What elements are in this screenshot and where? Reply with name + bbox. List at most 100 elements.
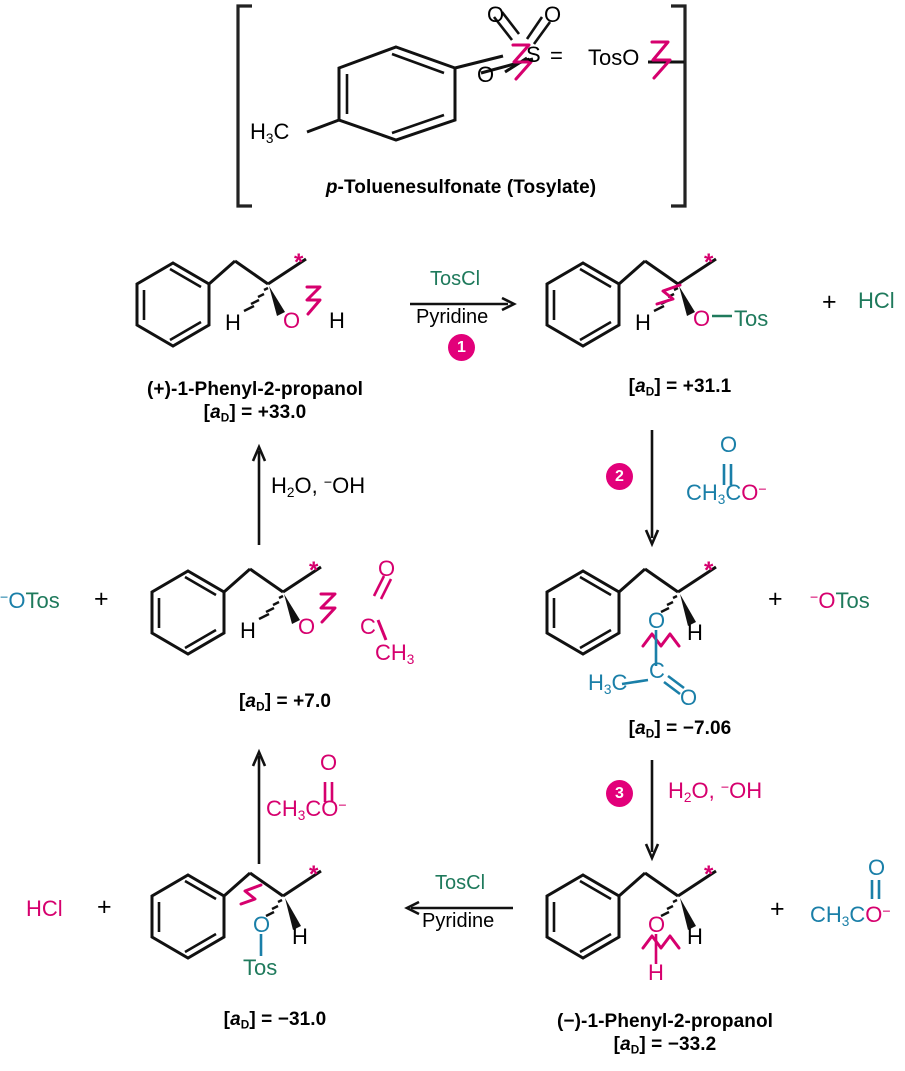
bottom-right-caption: (−)-1-Phenyl-2-propanol [aD] = −33.2 bbox=[500, 1010, 830, 1058]
mid-left-otos-o: O bbox=[8, 588, 26, 613]
structure-mid-left: H O C O CH3 * bbox=[135, 548, 435, 678]
mid-right-otos-tos: Tos bbox=[835, 588, 870, 613]
arrow-step-2-reagent-drawing bbox=[722, 464, 733, 485]
mid-right-stereocenter-star: * bbox=[704, 557, 714, 584]
badge-step-3: 3 bbox=[606, 780, 633, 807]
structure-top-right-drawing bbox=[545, 257, 732, 348]
top-left-h-label: H bbox=[225, 310, 241, 335]
arrow-step-4-line bbox=[404, 900, 513, 916]
mid-right-plus-sign: + bbox=[768, 585, 783, 613]
mid-left-plus-sign: + bbox=[94, 585, 109, 613]
top-right-byproduct-hcl: HCl bbox=[858, 288, 895, 313]
mid-right-c-label: C bbox=[649, 658, 665, 683]
top-left-name: (+)-1-Phenyl-2-propanol bbox=[146, 379, 364, 400]
bottom-left-rotation: [aD] = −31.0 bbox=[223, 1009, 327, 1032]
step2-c: C bbox=[725, 480, 742, 505]
bottom-left-plus-sign: + bbox=[97, 893, 112, 921]
mid-right-byproduct-otos: −OTos bbox=[810, 588, 870, 614]
tosylate-inset: H3C S O O O = TosO p-Toluenesulfonate (T… bbox=[0, 0, 905, 215]
rot-val-ml: ] = +7.0 bbox=[264, 691, 331, 712]
arrow-step-4-below-label: Pyridine bbox=[422, 910, 495, 932]
rot-a: a bbox=[210, 402, 221, 424]
top-left-caption: (+)-1-Phenyl-2-propanol [aD] = +33.0 bbox=[110, 378, 400, 426]
inset-oxygen-ester-label: O bbox=[477, 62, 495, 87]
arrow-step-6-label: H2O, −OH bbox=[271, 473, 366, 500]
inset-caption-italic: p bbox=[325, 177, 338, 198]
bottom-left-stereocenter-star: * bbox=[309, 861, 319, 888]
rot-d: D bbox=[220, 411, 230, 425]
rot-val: ] = +33.0 bbox=[229, 402, 307, 424]
bottom-left-h-label: H bbox=[292, 924, 308, 949]
arrow-step-5-reagent-label: CH3CO− bbox=[266, 796, 347, 823]
top-left-stereocenter-star: * bbox=[294, 249, 304, 276]
arrow-step-1-above-label: TosCl bbox=[430, 268, 481, 290]
bottom-right-acetate-drawing bbox=[870, 880, 881, 899]
arrow-step-1-below-label: Pyridine bbox=[416, 306, 489, 328]
top-right-stereocenter-star: * bbox=[704, 249, 714, 276]
mid-left-otos-charge: − bbox=[0, 590, 9, 606]
structure-bottom-left-drawing bbox=[150, 869, 322, 960]
arrow-step-2-reagent-label: CH3CO− bbox=[686, 480, 767, 507]
arrow-step-3-label: H2O, −OH bbox=[668, 778, 763, 805]
mid-right-otos-charge: − bbox=[810, 590, 819, 606]
structure-bottom-right: O H H * bbox=[530, 852, 830, 992]
arrow-step-5-reagent-drawing bbox=[323, 782, 334, 802]
bottom-left-o-label: O bbox=[253, 912, 271, 937]
mid-left-otos-tos: Tos bbox=[25, 588, 60, 613]
top-right-caption: [aD] = +31.1 bbox=[530, 375, 830, 400]
inset-equals-sign: = bbox=[550, 43, 563, 68]
bottom-left-caption: [aD] = −31.0 bbox=[125, 1008, 425, 1033]
arrow-step-1-line bbox=[410, 296, 517, 312]
rot-val-bl: ] = −31.0 bbox=[249, 1009, 327, 1030]
structure-top-left-drawing bbox=[135, 257, 322, 348]
badge-step-1: 1 bbox=[448, 334, 475, 361]
mid-left-caption: [aD] = +7.0 bbox=[135, 690, 435, 715]
top-right-plus-sign: + bbox=[822, 288, 837, 316]
mid-right-o-label: O bbox=[648, 608, 666, 633]
arrow-step-6: H2O, −OH bbox=[245, 443, 405, 550]
mid-left-c-label: C bbox=[360, 614, 376, 639]
inset-methyl-label: H3C bbox=[250, 119, 290, 146]
structure-mid-right-drawing bbox=[545, 565, 717, 696]
bottom-right-o-label: O bbox=[648, 912, 666, 937]
mid-right-carbonyl-o-label: O bbox=[680, 685, 698, 710]
mid-left-reagent-otos: −OTos bbox=[0, 588, 60, 614]
arrow-step-5-reagent-o-top: O bbox=[320, 750, 338, 775]
bottom-left-tos-label: Tos bbox=[243, 955, 278, 980]
top-left-o-label: O bbox=[283, 308, 301, 333]
mid-right-caption: [aD] = −7.06 bbox=[530, 717, 830, 742]
structure-bottom-left: O H Tos * bbox=[135, 852, 435, 992]
badge-step-2: 2 bbox=[606, 463, 633, 490]
arrow-step-6-line bbox=[251, 443, 267, 545]
mid-left-o-label: O bbox=[298, 614, 316, 639]
mid-left-carbonyl-o-label: O bbox=[378, 556, 396, 581]
structure-top-left: H O H * bbox=[120, 240, 410, 350]
bottom-right-acetate-label: CH3CO− bbox=[810, 902, 891, 929]
bottom-right-byproduct-acetate: O CH3CO− bbox=[800, 855, 905, 930]
bottom-right-plus-sign: + bbox=[770, 895, 785, 923]
top-right-o-label: O bbox=[693, 306, 711, 331]
arrow-step-4: TosCl Pyridine bbox=[404, 872, 525, 947]
structure-bottom-right-drawing bbox=[545, 869, 717, 964]
bottom-right-h-label: H bbox=[687, 924, 703, 949]
structure-mid-left-drawing bbox=[150, 565, 393, 656]
bottom-right-oh-h-label: H bbox=[648, 960, 664, 985]
mid-right-rotation: [aD] = −7.06 bbox=[628, 718, 732, 741]
top-right-h-label: H bbox=[635, 310, 651, 335]
bottom-right-rotation: [aD] = −33.2 bbox=[613, 1034, 717, 1057]
bottom-right-name: (−)-1-Phenyl-2-propanol bbox=[556, 1011, 774, 1032]
arrow-step-5: O CH3CO− bbox=[245, 748, 415, 868]
rot-val-mr: ] = −7.06 bbox=[654, 718, 732, 739]
arrow-step-4-above-label: TosCl bbox=[435, 872, 486, 894]
mid-left-stereocenter-star: * bbox=[309, 557, 319, 584]
tosylate-inset-drawing bbox=[236, 4, 687, 208]
bottom-right-stereocenter-star: * bbox=[704, 861, 714, 888]
arrow-step-2-reagent-o-top: O bbox=[720, 432, 738, 457]
top-right-rotation: [aD] = +31.1 bbox=[628, 376, 732, 399]
inset-caption-rest: -Toluenesulfonate (Tosylate) bbox=[337, 177, 597, 198]
top-right-tos-label: Tos bbox=[734, 306, 769, 331]
arrow-step-2: 2 O CH3CO− bbox=[600, 430, 800, 550]
arrow-step-3: 3 H2O, −OH bbox=[600, 760, 780, 865]
mid-right-methyl-label: H3C bbox=[588, 670, 628, 697]
rot-val-tr: ] = +31.1 bbox=[654, 376, 732, 397]
